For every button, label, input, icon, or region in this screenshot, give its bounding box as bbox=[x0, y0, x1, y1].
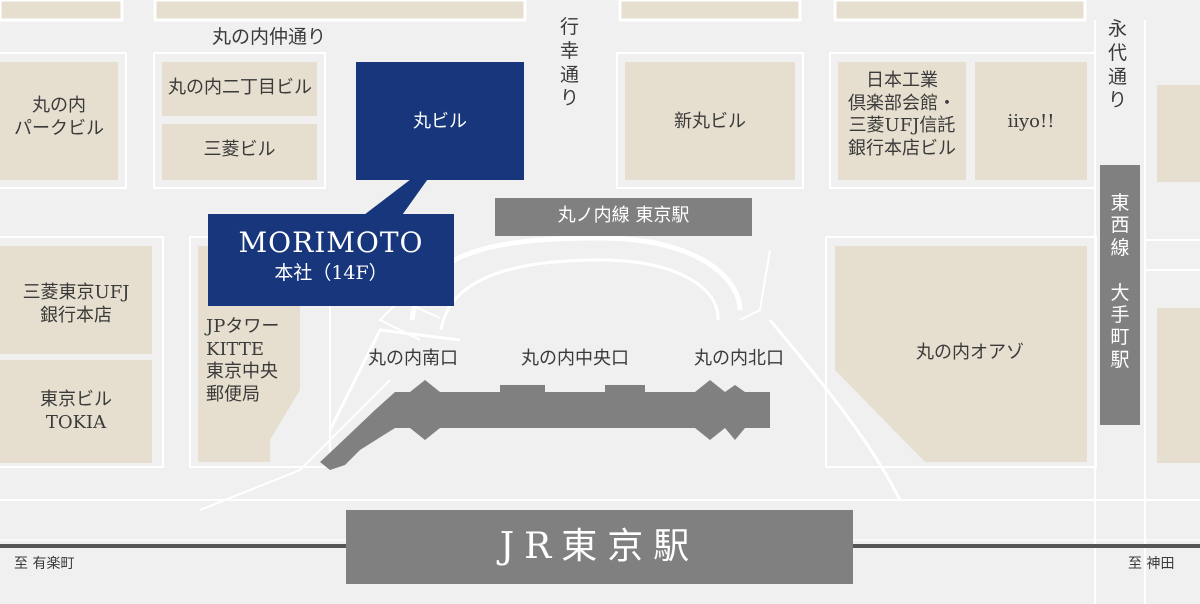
frame-shinmaru bbox=[616, 52, 804, 189]
company-name: MORIMOTO bbox=[238, 226, 424, 259]
road-ne bbox=[739, 249, 771, 321]
block-mufj-bank bbox=[0, 246, 152, 354]
road-west-diagonal bbox=[328, 328, 461, 431]
label-to-kanda: 至 神田 bbox=[1128, 556, 1175, 572]
station-loop-inner bbox=[439, 258, 720, 331]
station-marunouchi-line bbox=[495, 198, 752, 236]
block-shin-maru bbox=[625, 62, 795, 180]
station-otemachi bbox=[1100, 165, 1140, 425]
label-jr-tokyo: JR東京駅 bbox=[499, 526, 700, 567]
label-jp-tower: JPタワー KITTE 東京中央 郵便局 bbox=[206, 316, 280, 405]
company-office: 本社（14F） bbox=[274, 261, 388, 284]
label-iiyo: iiyo!! bbox=[1007, 111, 1055, 132]
block-top-4 bbox=[833, 0, 1087, 22]
label-mufj-bank: 三菱東京UFJ 銀行本店 bbox=[22, 282, 130, 326]
label-mitsubishi: 三菱ビル bbox=[203, 139, 276, 160]
block-right-top bbox=[1157, 85, 1200, 182]
label-exit-south: 丸の内南口 bbox=[368, 348, 458, 369]
label-exit-north: 丸の内北口 bbox=[694, 348, 784, 369]
block-marunouchi-nichome bbox=[162, 62, 317, 116]
label-nihon-kogyo: 日本工業 倶楽部会館・ 三菱UFJ信託 銀行本店ビル bbox=[848, 70, 956, 159]
block-nihon-kogyo bbox=[838, 62, 966, 180]
label-tokyo-building: 東京ビル TOKIA bbox=[40, 389, 112, 433]
block-mitsubishi bbox=[162, 124, 317, 180]
block-maru-building bbox=[356, 62, 524, 180]
label-otemachi: 東 西 線 大 手 町 駅 bbox=[1110, 192, 1130, 371]
label-maru-building: 丸ビル bbox=[413, 111, 467, 132]
frame-park bbox=[0, 52, 127, 189]
label-to-yurakucho: 至 有楽町 bbox=[14, 556, 75, 572]
street-gyoko: 行 幸 通 り bbox=[560, 16, 580, 110]
jr-tokyo-platforms bbox=[320, 380, 770, 470]
block-oazo bbox=[835, 246, 1087, 462]
block-top-2 bbox=[153, 0, 527, 22]
block-marunouchi-park bbox=[0, 62, 118, 180]
callout-pointer bbox=[360, 176, 430, 218]
frame-mufj bbox=[0, 236, 164, 468]
label-marunouchi-park: 丸の内 パークビル bbox=[14, 95, 104, 139]
block-right-mid bbox=[1157, 308, 1200, 463]
street-eitai: 永 代 通 り bbox=[1108, 18, 1128, 112]
block-tokyo-building bbox=[0, 360, 152, 463]
block-iiyo bbox=[975, 62, 1087, 180]
road-west-stub bbox=[378, 298, 441, 341]
road-east-diagonal bbox=[768, 319, 902, 501]
road-sw bbox=[199, 379, 391, 511]
label-exit-central: 丸の内中央口 bbox=[521, 348, 629, 369]
street-marunouchi-naka: 丸の内仲通り bbox=[212, 26, 327, 48]
frame-nichome bbox=[153, 52, 326, 189]
morimoto-headquarters-callout: MORIMOTO 本社（14F） bbox=[208, 214, 454, 306]
label-marunouchi-line: 丸ノ内線 東京駅 bbox=[557, 205, 690, 226]
label-marunouchi-nichome: 丸の内二丁目ビル bbox=[168, 77, 312, 98]
station-jr-tokyo bbox=[346, 510, 853, 584]
label-shin-maru: 新丸ビル bbox=[674, 111, 746, 132]
block-top-3 bbox=[618, 0, 802, 22]
label-oazo: 丸の内オアゾ bbox=[916, 342, 1024, 363]
block-top-1 bbox=[0, 0, 124, 22]
